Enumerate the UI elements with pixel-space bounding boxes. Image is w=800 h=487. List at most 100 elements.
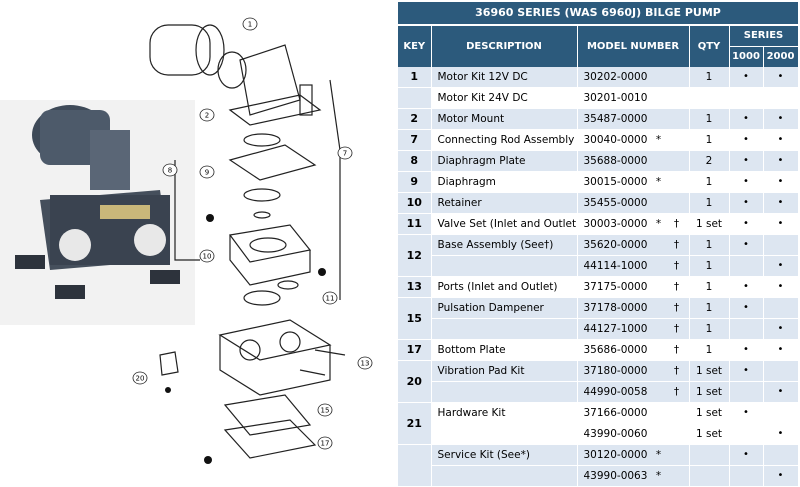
description-cell: Pulsation Dampener: [431, 297, 578, 319]
model-number-cell: 35688-0000: [577, 150, 690, 172]
base-assembly-mark: †: [673, 344, 680, 356]
model-number-cell: 44114-1000†: [577, 255, 690, 277]
series-2000-cell: [763, 297, 799, 319]
series-1000-cell: •: [729, 171, 764, 193]
key-cell: 12: [398, 234, 432, 277]
callout-13: 13: [357, 356, 373, 370]
qty-cell: 2: [689, 150, 730, 172]
model-number: 44114-1000: [583, 260, 648, 272]
description-cell: Motor Kit 24V DC: [431, 87, 578, 109]
series-1000-cell: •: [729, 339, 764, 361]
model-number: 35686-0000: [583, 344, 648, 356]
series-2000-cell: •: [763, 129, 799, 151]
model-number: 37178-0000: [583, 302, 648, 314]
diagram-svg: 1 2 7 8 9 10 11 13 15 17 20: [0, 17, 373, 464]
callout-15: 15: [317, 403, 333, 417]
model-number: 43990-0063: [583, 470, 648, 482]
model-number-cell: 30003-0000 * †: [577, 213, 690, 235]
base-assembly-mark: †: [673, 239, 680, 251]
series-2000-cell: •: [763, 150, 799, 172]
model-number: 30040-0000: [583, 134, 648, 146]
key-cell: 17: [398, 339, 432, 361]
base-assembly-mark: †: [673, 281, 680, 293]
callout-7: 7: [337, 146, 353, 160]
model-number-cell: 35487-0000: [577, 108, 690, 130]
series-1000-cell: [729, 87, 764, 109]
callout-1: 1: [242, 17, 258, 31]
callout-11: 11: [322, 291, 338, 305]
parts-table-container: 36960 SERIES (WAS 6960J) BILGE PUMP KEY …: [398, 2, 799, 487]
description-cell: Diaphragm Plate: [431, 150, 578, 172]
svg-text:7: 7: [343, 150, 347, 158]
series-1000-cell: •: [729, 360, 764, 382]
qty-cell: 1 set: [689, 213, 730, 235]
service-kit-mark: *: [655, 449, 662, 461]
model-number: 30003-0000: [583, 218, 648, 230]
key-cell: 8: [398, 150, 432, 172]
svg-text:8: 8: [168, 167, 172, 175]
series-1000-cell: •: [729, 108, 764, 130]
svg-text:13: 13: [361, 360, 370, 368]
key-cell: 2: [398, 108, 432, 130]
series-2000-cell: •: [763, 339, 799, 361]
model-number-cell: 43990-0060: [577, 423, 690, 445]
pump-photo: [0, 100, 195, 325]
service-kit-mark: *: [655, 218, 662, 230]
series-1000-cell: [729, 318, 764, 340]
qty-cell: 1 set: [689, 381, 730, 403]
qty-cell: 1 set: [689, 423, 730, 445]
model-number: 44990-0058: [583, 386, 648, 398]
header-series: SERIES: [729, 25, 799, 47]
series-1000-cell: •: [729, 276, 764, 298]
table-row: Service Kit (See*)30120-0000*•: [398, 444, 799, 487]
series-2000-cell: •: [763, 171, 799, 193]
qty-cell: [689, 87, 730, 109]
header-key: KEY: [398, 25, 432, 67]
table-title: 36960 SERIES (WAS 6960J) BILGE PUMP: [398, 2, 799, 26]
description-cell: [431, 255, 578, 277]
description-cell: Service Kit (See*): [431, 444, 578, 466]
series-2000-cell: •: [763, 67, 799, 88]
series-2000-cell: •: [763, 381, 799, 403]
series-2000-cell: [763, 87, 799, 109]
base-assembly-mark: †: [673, 365, 680, 377]
description-cell: Bottom Plate: [431, 339, 578, 361]
series-2000-cell: [763, 360, 799, 382]
key-cell: 1: [398, 67, 432, 88]
header-qty: QTY: [689, 25, 730, 67]
model-number: 43990-0060: [583, 428, 648, 440]
hardware-dots: [165, 214, 334, 464]
model-number: 44127-1000: [583, 323, 648, 335]
qty-cell: 1: [689, 318, 730, 340]
callout-2: 2: [199, 108, 215, 122]
series-2000-cell: •: [763, 192, 799, 214]
model-number-cell: 37175-0000†: [577, 276, 690, 298]
base-assembly-mark: †: [673, 218, 680, 230]
key-cell: [398, 87, 432, 109]
qty-cell: 1: [689, 108, 730, 130]
callout-17: 17: [317, 436, 333, 450]
qty-cell: 1: [689, 297, 730, 319]
series-2000-cell: •: [763, 318, 799, 340]
series-2000-cell: •: [763, 465, 799, 487]
service-kit-mark: *: [655, 470, 662, 482]
svg-text:15: 15: [321, 407, 330, 415]
series-1000-cell: •: [729, 234, 764, 256]
header-series-1000: 1000: [729, 46, 764, 67]
series-1000-cell: •: [729, 444, 764, 466]
key-cell: 20: [398, 360, 432, 403]
callout-10: 10: [199, 249, 215, 263]
model-number: 30015-0000: [583, 176, 648, 188]
model-number: 35455-0000: [583, 197, 648, 209]
series-1000-cell: •: [729, 213, 764, 235]
base-assembly-mark: †: [673, 302, 680, 314]
series-2000-cell: •: [763, 276, 799, 298]
key-cell: 11: [398, 213, 432, 235]
